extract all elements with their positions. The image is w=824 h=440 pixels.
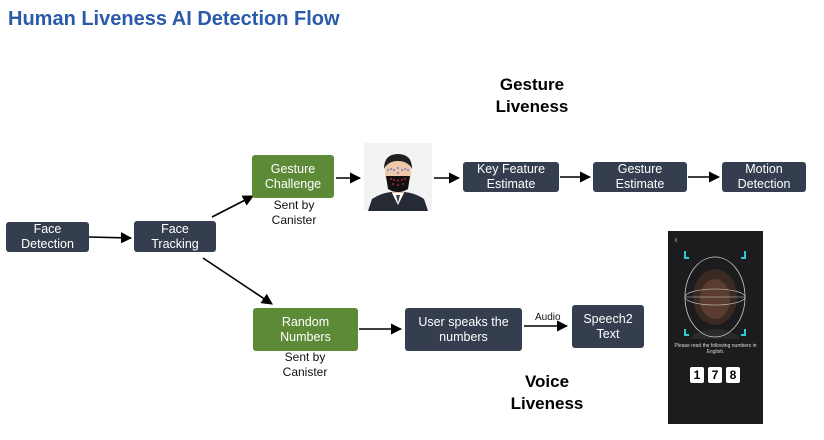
node-gesture-challenge: Gesture Challenge xyxy=(252,155,334,198)
node-key-feature-estimate: Key Feature Estimate xyxy=(463,162,559,192)
audio-label: Audio xyxy=(535,312,561,323)
arrow-detection-to-tracking xyxy=(88,232,133,244)
digit-2: 7 xyxy=(708,367,722,383)
section-gesture-liveness: Gesture Liveness xyxy=(495,75,569,116)
person-with-mask-photo xyxy=(364,143,432,211)
chevron-left-icon[interactable]: ‹ xyxy=(674,235,678,246)
node-random-numbers: Random Numbers xyxy=(253,308,358,351)
phone-voice-mockup: ‹ Please read the following numbers in E… xyxy=(668,231,763,424)
note-sent-by-canister-gesture: Sent by Canister xyxy=(271,198,317,227)
section-voice-liveness: Voice Liveness xyxy=(510,372,584,413)
arrow-tracking-to-gesture xyxy=(211,195,254,218)
digit-3: 8 xyxy=(726,367,740,383)
phone-prompt-text: Please read the following numbers in Eng… xyxy=(674,343,757,355)
node-speech2text: Speech2 Text xyxy=(572,305,644,348)
node-gesture-estimate: Gesture Estimate xyxy=(593,162,687,192)
node-user-speaks: User speaks the numbers xyxy=(405,308,522,351)
node-face-detection: Face Detection xyxy=(6,222,89,252)
note-sent-by-canister-numbers: Sent by Canister xyxy=(282,350,328,379)
digit-1: 1 xyxy=(690,367,704,383)
face-guide-oval xyxy=(684,251,746,339)
arrow-tracking-to-numbers xyxy=(202,257,273,305)
node-motion-detection: Motion Detection xyxy=(722,162,806,192)
page-title: Human Liveness AI Detection Flow xyxy=(8,8,340,30)
node-face-tracking: Face Tracking xyxy=(134,221,216,252)
